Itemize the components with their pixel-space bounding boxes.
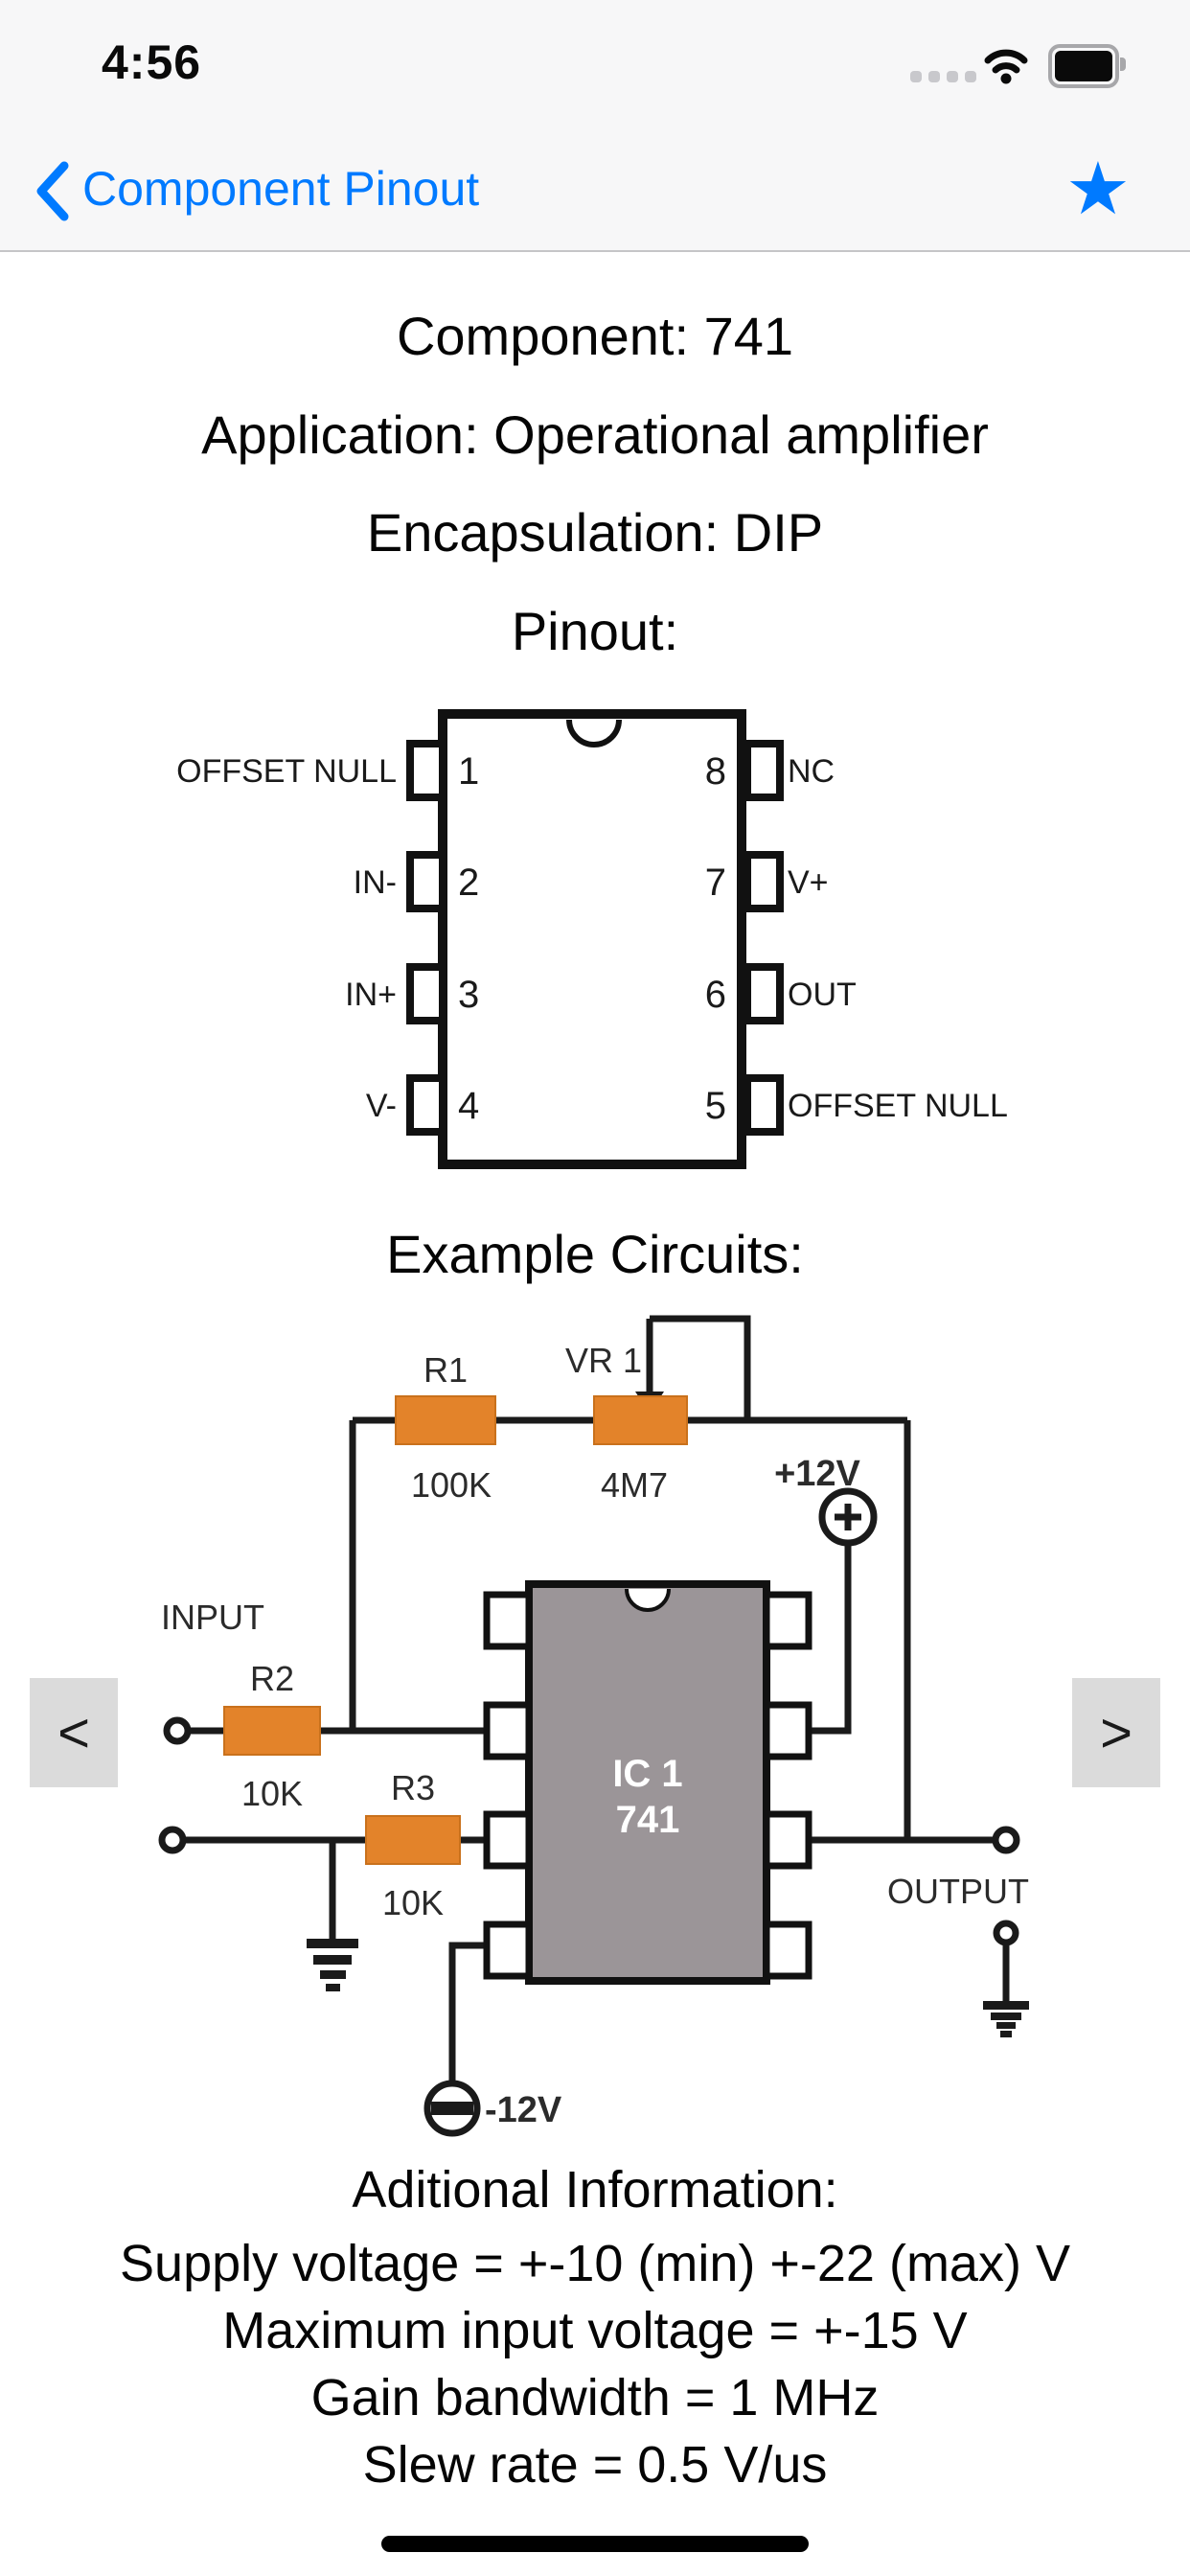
ground-symbol-left <box>307 1939 358 1991</box>
dip-body <box>438 709 746 1169</box>
additional-info-heading: Aditional Information: <box>352 2161 838 2219</box>
pin-number: 6 <box>705 974 726 1016</box>
pin-number: 1 <box>458 750 479 793</box>
previous-circuit-button[interactable]: < <box>30 1678 118 1787</box>
spec-line: Gain bandwidth = 1 MHz <box>310 2369 880 2426</box>
r1-label: R1 <box>423 1350 468 1390</box>
r2-value: 10K <box>241 1774 303 1813</box>
pin-box-7 <box>744 851 784 912</box>
r3-value: 10K <box>382 1883 444 1922</box>
resistor-r2 <box>223 1706 321 1756</box>
application-line: Application: Operational amplifier <box>201 404 989 465</box>
home-indicator[interactable] <box>381 2536 809 2552</box>
pin-label: IN+ <box>345 977 397 1013</box>
potentiometer-vr1 <box>593 1395 688 1445</box>
pin-number: 5 <box>705 1085 726 1127</box>
output-terminal <box>992 1826 1020 1854</box>
spec-line: Slew rate = 0.5 V/us <box>362 2436 828 2487</box>
component-line: Component: 741 <box>396 306 794 366</box>
r3-label: R3 <box>391 1768 435 1807</box>
negative-supply-label: -12V <box>485 2090 562 2130</box>
ground-terminal <box>993 1920 1019 1946</box>
r2-label: R2 <box>250 1659 294 1698</box>
pin-number: 7 <box>705 862 726 904</box>
ground-symbol-right <box>983 2001 1029 2037</box>
input-terminal <box>158 1826 187 1854</box>
r1-value: 100K <box>411 1465 492 1505</box>
pin-box-4 <box>406 1074 446 1136</box>
ic-notch <box>625 1588 671 1612</box>
example-circuit-diagram: INPUT R1 100K VR 1 4M7 +12V R2 10K R3 10… <box>158 1315 1029 2137</box>
dip-notch <box>566 719 622 748</box>
pinout-heading: Pinout: <box>511 601 679 661</box>
status-nav-bar: 4:56 Component Pinout ★ <box>0 0 1190 252</box>
pin-number: 8 <box>705 750 726 793</box>
spec-line: Supply voltage = +-10 (min) +-22 (max) V <box>120 2235 1070 2292</box>
back-button-label: Component Pinout <box>82 162 480 216</box>
pin-label: OFFSET NULL <box>788 1088 1008 1124</box>
back-button[interactable]: Component Pinout <box>29 151 508 230</box>
pin-box-8 <box>744 740 784 801</box>
favorite-star-button[interactable]: ★ <box>1050 144 1146 240</box>
encapsulation-line: Encapsulation: DIP <box>366 502 824 563</box>
ic-name-label: IC 1 <box>612 1753 682 1795</box>
next-circuit-button[interactable]: > <box>1072 1678 1160 1787</box>
status-time: 4:56 <box>102 35 202 89</box>
vr1-value: 4M7 <box>601 1465 668 1505</box>
vr1-label: VR 1 <box>565 1341 642 1380</box>
circuit-wires <box>183 1315 1010 2083</box>
pin-number: 3 <box>458 974 479 1016</box>
pin-label: OUT <box>788 977 857 1013</box>
star-icon: ★ <box>1064 149 1132 230</box>
chevron-right-icon: > <box>1100 1701 1133 1764</box>
additional-information-section: Aditional Information: Supply voltage = … <box>0 2156 1190 2487</box>
output-label: OUTPUT <box>887 1872 1029 1911</box>
back-chevron-icon <box>36 161 69 221</box>
input-label: INPUT <box>161 1598 264 1637</box>
pin-box-3 <box>406 963 446 1024</box>
input-terminal <box>163 1716 192 1745</box>
cellular-signal-icon <box>910 71 976 82</box>
pin-label: IN- <box>354 864 397 901</box>
pin-box-2 <box>406 851 446 912</box>
ic-part-label: 741 <box>616 1799 680 1841</box>
resistor-r3 <box>365 1815 461 1865</box>
pin-number: 4 <box>458 1085 479 1127</box>
ic-pins <box>483 1591 812 1980</box>
positive-supply-label: +12V <box>774 1454 860 1494</box>
battery-icon <box>1048 44 1126 88</box>
pin-label: V- <box>366 1088 397 1124</box>
pin-label: NC <box>788 753 835 790</box>
example-circuits-heading: Example Circuits: <box>386 1224 804 1284</box>
ic-body <box>525 1580 770 1985</box>
pin-number: 2 <box>458 862 479 904</box>
pin-box-1 <box>406 740 446 801</box>
pin-label: OFFSET NULL <box>176 753 397 790</box>
pin-box-5 <box>744 1074 784 1136</box>
pin-box-6 <box>744 963 784 1024</box>
pin-label: V+ <box>788 864 829 901</box>
resistor-r1 <box>395 1395 496 1445</box>
spec-line: Maximum input voltage = +-15 V <box>222 2302 968 2359</box>
dip-pinout-diagram: 1 2 3 4 8 7 6 5 OFFSET NULL IN- IN+ V- N… <box>176 709 1008 1169</box>
chevron-left-icon: < <box>57 1701 90 1764</box>
wifi-icon <box>984 49 1028 84</box>
